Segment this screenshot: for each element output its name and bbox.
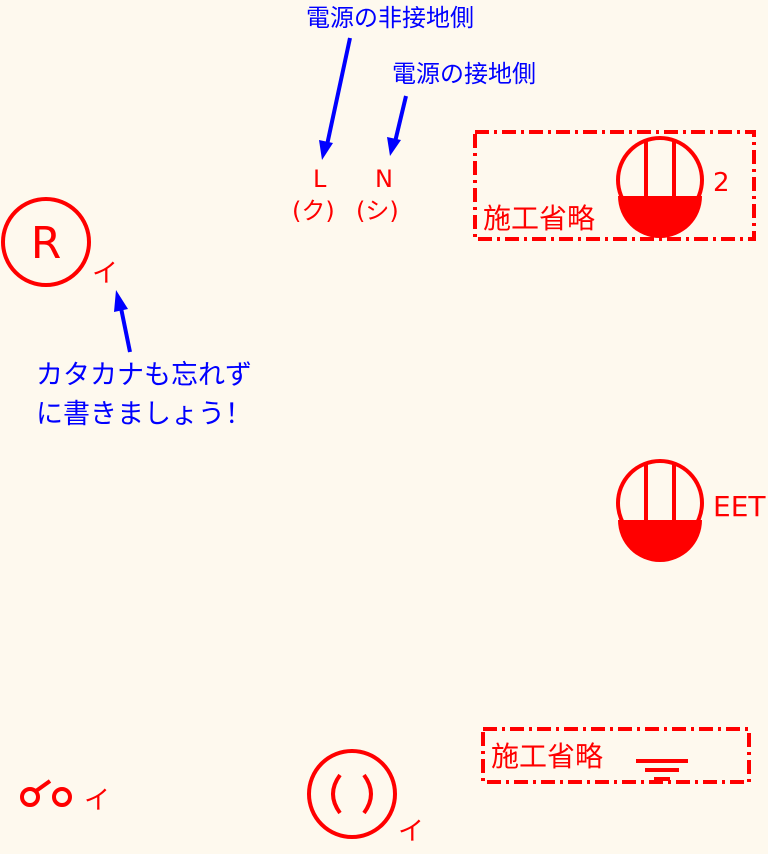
katakana-note-line1: カタカナも忘れず bbox=[36, 360, 252, 391]
omitted-box-top bbox=[473, 130, 756, 241]
neutral-side-annotation: 電源の接地側 bbox=[392, 60, 536, 88]
outlet-symbol-middle bbox=[616, 459, 704, 562]
ceiling-light-symbol bbox=[307, 749, 397, 839]
outlet-symbol-top bbox=[616, 136, 704, 238]
omitted-box-bottom bbox=[481, 727, 751, 784]
terminal-N: N bbox=[375, 165, 393, 193]
ceiling-light-label: イ bbox=[398, 817, 424, 847]
ground-icon bbox=[636, 759, 688, 781]
lamp-symbol: R bbox=[1, 197, 91, 287]
katakana-note-line2: に書きましょう！ bbox=[36, 399, 252, 430]
outlet-top-count: 2 bbox=[713, 168, 730, 198]
terminal-N-kana: (シ) bbox=[356, 197, 399, 225]
switch-label: イ bbox=[84, 786, 110, 816]
omitted-box-bottom-label: 施工省略 bbox=[491, 740, 603, 773]
lamp-label: イ bbox=[92, 259, 118, 289]
arrow-to-L bbox=[319, 37, 352, 160]
arrow-to-N bbox=[387, 95, 408, 156]
switch-icon bbox=[20, 779, 72, 807]
omitted-box-top-label: 施工省略 bbox=[483, 202, 595, 235]
lamp-letter: R bbox=[31, 218, 62, 269]
hot-side-annotation: 電源の非接地側 bbox=[306, 4, 474, 32]
arrow-to-lamp-label bbox=[114, 290, 132, 353]
terminal-L-kana: (ク) bbox=[292, 197, 335, 225]
terminal-L: L bbox=[313, 165, 327, 193]
outlet-middle-label: EET bbox=[713, 490, 766, 523]
